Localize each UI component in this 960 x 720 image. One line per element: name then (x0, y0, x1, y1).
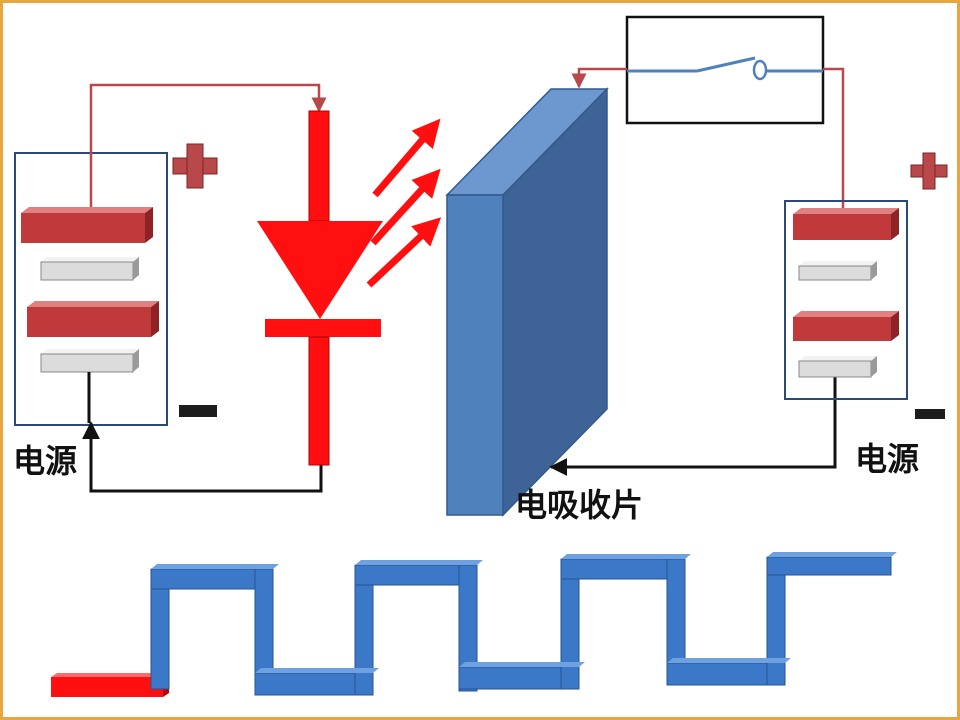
right-minus-sign (915, 409, 945, 419)
light-arrow-2 (370, 168, 441, 246)
light-arrow-3 (366, 217, 442, 288)
left-power-label: 电源 (13, 442, 78, 480)
left-battery (14, 152, 168, 426)
right-battery-plate-gray-1 (798, 261, 877, 281)
left-minus-sign (179, 405, 217, 417)
right-battery-plate-red-1 (793, 208, 899, 240)
right-plus-sign (910, 152, 948, 190)
right-battery-plate-red-2 (793, 311, 899, 341)
switch-lever (696, 56, 756, 73)
right-battery-plate-gray-2 (798, 356, 877, 378)
left-battery-plate-red-2 (27, 301, 159, 337)
square-wave-blue (150, 556, 892, 696)
right-battery (784, 200, 908, 400)
led-diode (257, 110, 383, 466)
square-wave-low-start (51, 673, 169, 697)
left-plus-sign (172, 143, 218, 189)
circuit-diagram (14, 15, 948, 697)
light-arrow-1 (372, 118, 441, 198)
right-battery-frame (784, 200, 908, 400)
left-battery-plate-gray-2 (40, 349, 139, 373)
wire-left-negative-return (82, 421, 323, 493)
light-emission-arrows (366, 118, 442, 288)
wire-right-positive (823, 67, 845, 208)
left-battery-plate-red-1 (21, 207, 153, 243)
absorber-label: 电吸收片 (515, 486, 644, 524)
absorber-plate (445, 87, 609, 517)
left-battery-plate-gray-1 (40, 257, 139, 281)
wire-right-negative-to-absorber (549, 377, 837, 476)
right-power-label: 电源 (855, 440, 920, 478)
wire-left-positive (89, 83, 327, 207)
wire-switch-to-absorber (571, 67, 627, 89)
switch-box (625, 15, 825, 125)
square-wave-signal (51, 552, 897, 697)
square-wave-highlights (151, 552, 897, 673)
